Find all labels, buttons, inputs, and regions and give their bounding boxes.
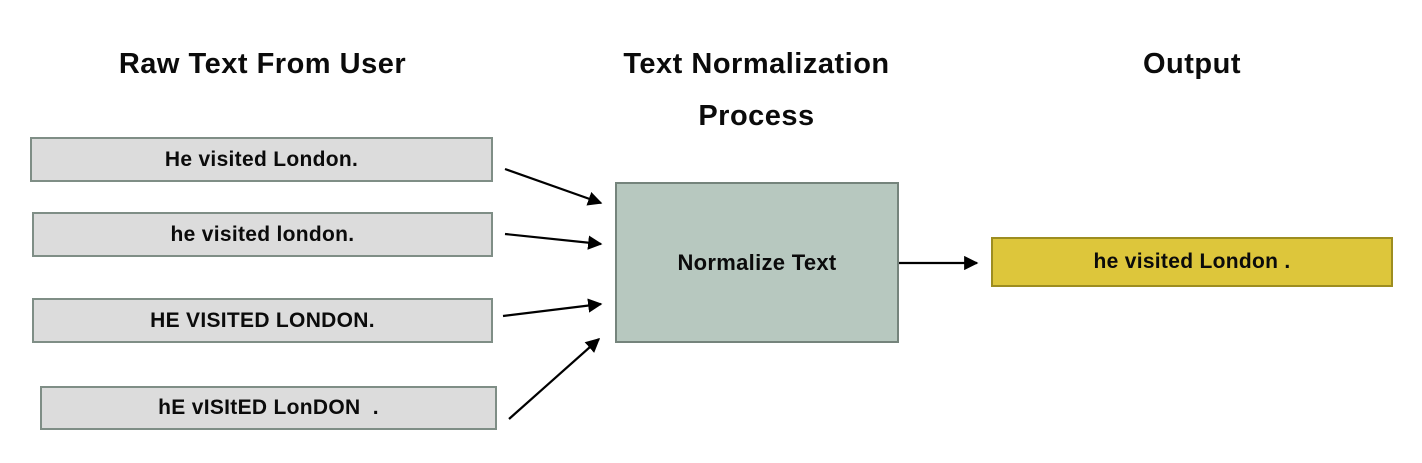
output-text-box: he visited London .	[991, 237, 1393, 287]
raw-text-box-2: he visited london.	[32, 212, 493, 257]
arrow-raw1-to-process-icon	[504, 167, 603, 206]
column-heading-process: Text Normalization Process	[590, 38, 923, 142]
column-heading-process-line1: Text Normalization	[623, 48, 890, 80]
column-heading-process-line2: Process	[698, 100, 815, 132]
raw-text-box-3: HE VISITED LONDON.	[32, 298, 493, 343]
raw-text-box-1: He visited London.	[30, 137, 493, 182]
raw-text-box-4: hE vISItED LonDON .	[40, 386, 497, 430]
normalize-text-process-box: Normalize Text	[615, 182, 899, 343]
arrow-raw3-to-process-icon	[502, 298, 603, 318]
arrow-raw4-to-process-icon	[508, 338, 601, 420]
column-heading-output: Output	[1142, 48, 1241, 80]
column-heading-raw-text: Raw Text From User	[118, 48, 407, 80]
arrow-raw2-to-process-icon	[504, 232, 603, 250]
